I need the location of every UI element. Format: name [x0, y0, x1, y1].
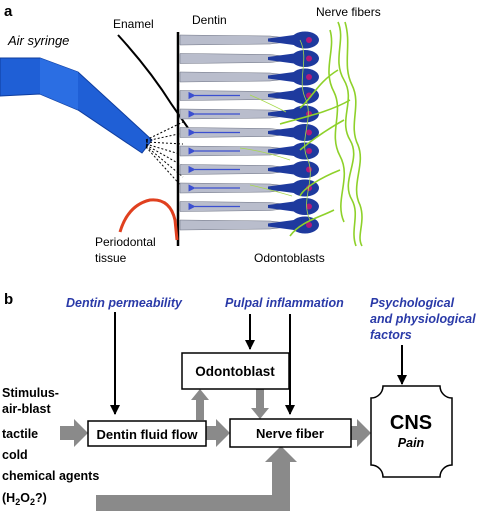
arrow-stimulus-bottom-route — [96, 446, 297, 511]
arrow-nerve-to-cns — [351, 419, 371, 447]
cns-box — [370, 385, 453, 478]
dentin-fluid-flow-box-label: Dentin fluid flow — [96, 427, 198, 442]
panel-b: b Dentin permeability Pulpal inflammatio… — [2, 291, 476, 511]
arrow-odontoblast-to-nerve — [251, 389, 269, 419]
pulpal-inflammation-label: Pulpal inflammation — [225, 296, 344, 310]
arrow-flow-to-nerve — [206, 419, 230, 447]
dentin-fluid-flow-box — [87, 420, 207, 447]
nerve-fiber-box-label: Nerve fiber — [256, 426, 324, 441]
dentinal-tubules — [179, 31, 319, 234]
periodontal-label-line1: Periodontal — [95, 235, 156, 249]
stimulus-line-4: cold — [2, 448, 28, 462]
odontoblast-process — [268, 220, 294, 230]
odontoblasts-label: Odontoblasts — [254, 251, 325, 265]
odontoblast-process — [268, 146, 294, 156]
cns-label: CNS — [390, 412, 432, 434]
odontoblast-nucleus — [306, 55, 312, 62]
panel-a-letter: a — [4, 3, 13, 20]
odontoblast-nucleus — [306, 129, 312, 136]
stimulus-line-5: chemical agents — [2, 469, 99, 483]
odontoblast-cell — [291, 216, 319, 234]
odontoblast-box — [181, 352, 290, 390]
psych-label-line1: Psychological — [370, 296, 455, 310]
thin-nerve-branches — [239, 39, 311, 221]
panel-b-letter: b — [4, 291, 13, 308]
nerve-fiber-box — [229, 418, 352, 448]
stimulus-list: Stimulus- air-blast tactile cold chemica… — [2, 386, 99, 507]
enamel-label: Enamel — [113, 17, 154, 31]
psych-label-line3: factors — [370, 328, 412, 342]
odontoblast-cell — [291, 68, 319, 86]
odontoblast-process — [268, 90, 294, 101]
enamel-line — [117, 34, 189, 129]
pain-label: Pain — [398, 436, 425, 450]
odontoblast-cell — [291, 161, 319, 178]
odontoblast-nucleus — [306, 148, 312, 154]
gray-flow-arrows — [60, 389, 371, 511]
odontoblast-cell — [291, 31, 319, 49]
odontoblast-process — [268, 201, 294, 212]
odontoblast-process — [268, 164, 294, 175]
dentin-label: Dentin — [192, 13, 227, 27]
odontoblast-process — [268, 35, 294, 45]
odontoblast-nucleus — [306, 222, 312, 228]
stimulus-line-1: Stimulus- — [2, 386, 59, 400]
nerve-fibers — [279, 21, 363, 247]
panel-a: a Air syringe Enamel Dentin Periodontal … — [0, 3, 381, 265]
fluid-flow-arrows — [188, 91, 240, 211]
odontoblast-nucleus — [306, 74, 312, 80]
odontoblast-process — [268, 53, 294, 64]
nerve-fibers-label: Nerve fibers — [316, 5, 381, 19]
odontoblast-cell — [291, 198, 319, 215]
odontoblast-process — [268, 72, 294, 82]
periodontal-label-line2: tissue — [95, 251, 127, 265]
odontoblast-process — [268, 109, 294, 119]
air-syringe-label: Air syringe — [7, 33, 69, 48]
air-syringe — [0, 57, 153, 154]
dentin-permeability-label: Dentin permeability — [66, 296, 183, 310]
arrow-flow-to-odontoblast — [191, 389, 209, 420]
stimulus-line-2: air-blast — [2, 402, 51, 416]
odontoblast-nucleus — [306, 203, 312, 210]
odontoblast-cell — [291, 124, 319, 141]
odontoblast-cell — [291, 87, 319, 104]
stimulus-line-6: (H2O2?) — [2, 491, 47, 507]
stimulus-line-3: tactile — [2, 427, 38, 441]
odontoblast-box-label: Odontoblast — [195, 364, 275, 379]
odontoblast-nucleus — [306, 37, 312, 43]
odontoblast-process — [268, 127, 294, 138]
arrow-stimulus-to-flow — [60, 419, 88, 447]
odontoblast-cell — [291, 50, 319, 67]
odontoblast-nucleus — [306, 166, 312, 173]
psych-label-line2: and physiological — [370, 312, 476, 326]
periodontal-tissue — [118, 198, 179, 241]
odontoblast-process — [268, 183, 294, 193]
